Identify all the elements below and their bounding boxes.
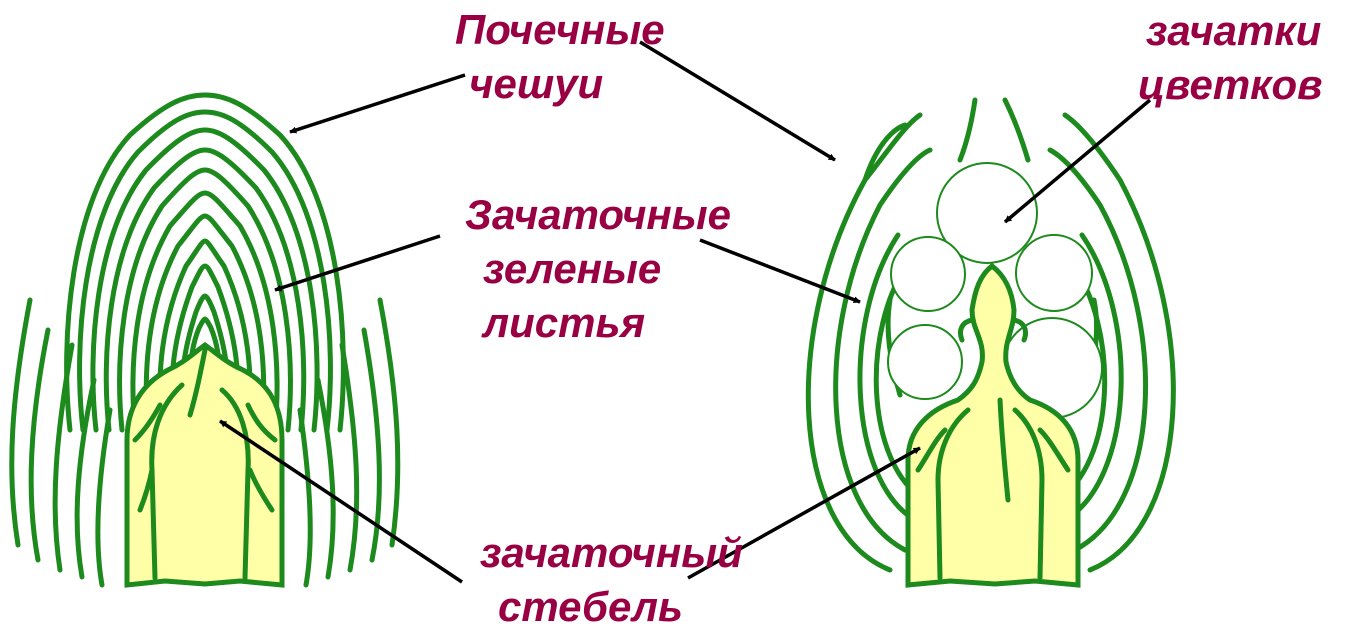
- label-line: цветков: [1138, 58, 1322, 112]
- vegetative-bud: [12, 95, 398, 585]
- stem-right: [908, 266, 1078, 585]
- label-flower-rudiments: зачатки цветков: [1138, 4, 1322, 112]
- arrow-bud-scales-right: [640, 42, 835, 160]
- arrow-bud-scales-left: [290, 75, 465, 132]
- label-line: чешуи: [455, 57, 665, 111]
- stem-left: [127, 345, 282, 585]
- label-bud-scales: Почечные чешуи: [455, 3, 665, 111]
- label-line: листья: [465, 296, 731, 350]
- label-line: зачаточный: [480, 526, 743, 580]
- label-line: стебель: [480, 580, 743, 634]
- label-rudimentary-stem: зачаточный стебель: [480, 526, 743, 634]
- label-line: Зачаточные: [465, 188, 731, 242]
- label-rudimentary-leaves: Зачаточные зеленые листья: [465, 188, 731, 350]
- flower-bud: [808, 100, 1173, 585]
- label-line: зеленые: [465, 242, 731, 296]
- label-line: Почечные: [455, 3, 665, 57]
- label-line: зачатки: [1138, 4, 1322, 58]
